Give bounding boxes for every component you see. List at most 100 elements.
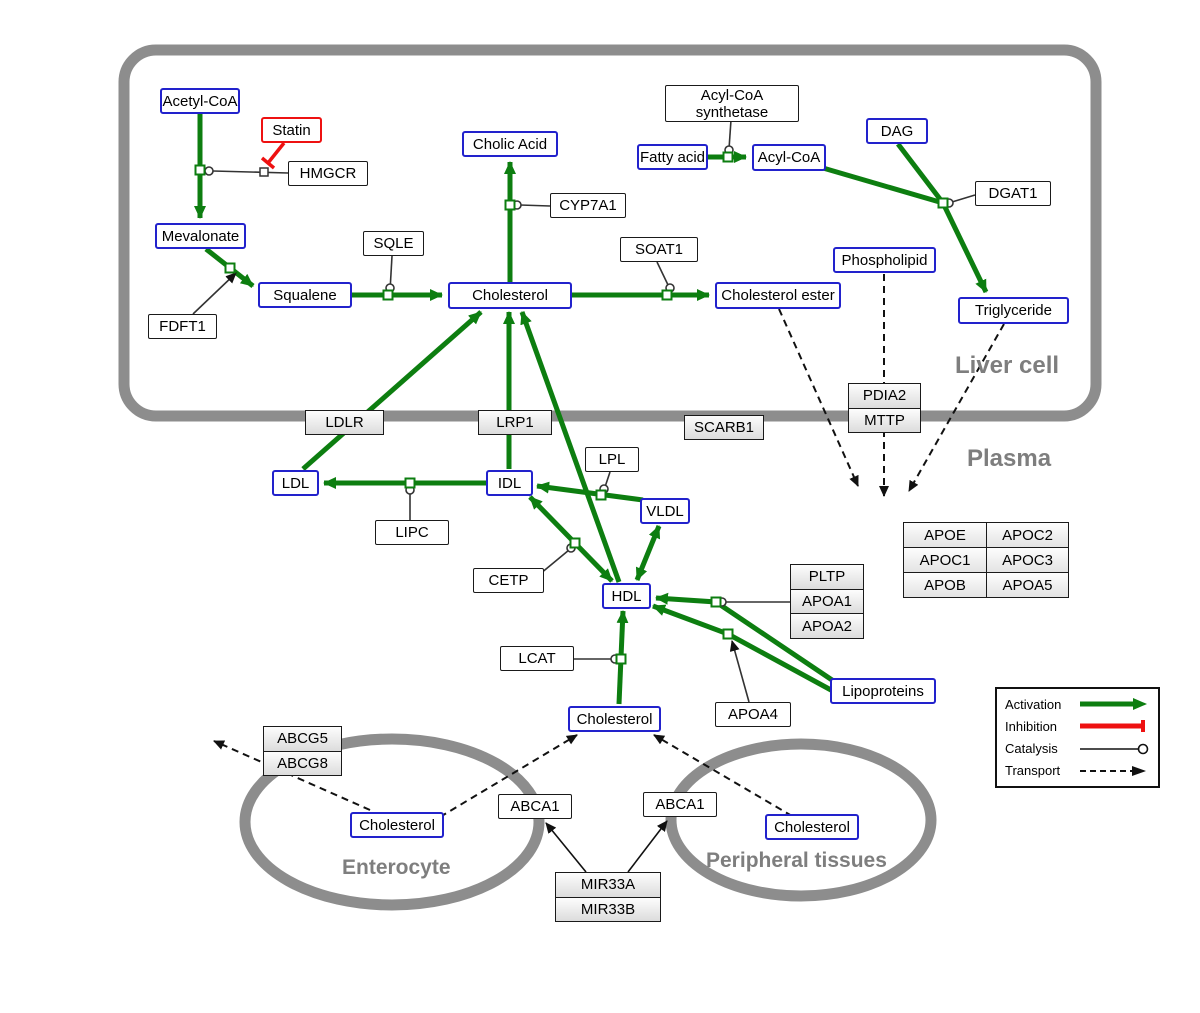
peripheral-tissues-label: Peripheral tissues bbox=[706, 849, 887, 872]
reaction-node-dgat1 bbox=[937, 197, 949, 209]
stack-mir33: MIR33A MIR33B bbox=[555, 872, 661, 922]
legend-row-activation: Activation bbox=[1005, 697, 1150, 712]
reaction-node-acs bbox=[722, 151, 734, 163]
catalysis-apoa4 bbox=[729, 640, 750, 703]
catalysis-dgat1 bbox=[951, 194, 976, 203]
peripheral-tissues-compartment bbox=[665, 738, 937, 902]
stack-pltp-apoa1-apoa2: PLTP APOA1 APOA2 bbox=[790, 564, 864, 639]
node-lpl: LPL bbox=[585, 447, 639, 472]
apo-cell-apoc3: APOC3 bbox=[986, 547, 1068, 572]
node-mttp: MTTP bbox=[849, 408, 920, 432]
apolipoprotein-table: APOE APOC2 APOC1 APOC3 APOB APOA5 bbox=[903, 522, 1069, 598]
transport-enterocyte-cholesterol-plasma bbox=[439, 734, 578, 818]
apo-cell-apoc1: APOC1 bbox=[904, 547, 986, 572]
reaction-node-cyp7a1 bbox=[504, 199, 516, 211]
reaction-node-lipc bbox=[404, 477, 416, 489]
node-phospholipid: Phospholipid bbox=[833, 247, 936, 273]
legend-row-transport: Transport bbox=[1005, 763, 1150, 778]
node-soat1: SOAT1 bbox=[620, 237, 698, 262]
reaction-node-soat1 bbox=[661, 289, 673, 301]
edge-dgat1node-triglyceride bbox=[940, 201, 989, 294]
node-cholesterol-enterocyte: Cholesterol bbox=[350, 812, 444, 838]
edge-mir33-abca1-left bbox=[545, 822, 587, 873]
node-abca1-peripheral: ABCA1 bbox=[643, 792, 717, 817]
edge-acylcoa-dgat1node bbox=[822, 165, 944, 206]
catalysis-cetp bbox=[539, 549, 570, 575]
edge-vldl-hdl bbox=[634, 525, 662, 581]
node-dag: DAG bbox=[866, 118, 928, 144]
activation-arrow-icon bbox=[1080, 698, 1147, 711]
enterocyte-compartment bbox=[239, 733, 545, 911]
node-dgat1: DGAT1 bbox=[975, 181, 1051, 206]
node-acetyl-coa: Acetyl-CoA bbox=[160, 88, 240, 114]
node-acyl-coa: Acyl-CoA bbox=[752, 144, 826, 171]
node-cholesterol-ester: Cholesterol ester bbox=[715, 282, 841, 309]
node-pdia2: PDIA2 bbox=[849, 384, 920, 409]
legend: Activation Inhibition Catalysis Transpor… bbox=[995, 687, 1160, 788]
node-apoa4: APOA4 bbox=[715, 702, 791, 727]
catalysis-soat1 bbox=[656, 261, 670, 288]
node-scarb1: SCARB1 bbox=[684, 415, 764, 440]
inhibition-tbar-icon bbox=[1080, 720, 1145, 733]
reaction-node-lpl bbox=[595, 489, 607, 501]
node-apoa2: APOA2 bbox=[791, 614, 863, 639]
legend-inhibition-label: Inhibition bbox=[1005, 718, 1058, 734]
node-triglyceride: Triglyceride bbox=[958, 297, 1069, 324]
node-abca1-enterocyte: ABCA1 bbox=[498, 794, 572, 819]
plasma-label: Plasma bbox=[967, 445, 1052, 472]
inhibition-statin-line bbox=[266, 141, 286, 165]
catalysis-circle-icon bbox=[1080, 743, 1149, 754]
catalysis-cyp7a1 bbox=[519, 204, 551, 207]
reaction-node-pltp bbox=[710, 596, 722, 608]
node-vldl: VLDL bbox=[640, 498, 690, 524]
node-squalene: Squalene bbox=[258, 282, 352, 308]
node-cholesterol-peripheral: Cholesterol bbox=[765, 814, 859, 840]
edge-ldl-ldlr-cholesterol bbox=[301, 310, 483, 471]
liver-cell-compartment bbox=[118, 44, 1102, 422]
node-mevalonate: Mevalonate bbox=[155, 223, 246, 249]
node-statin: Statin bbox=[261, 117, 322, 143]
inhibition-statin-tbar bbox=[260, 156, 276, 170]
apo-cell-apoe: APOE bbox=[904, 523, 986, 547]
node-ldlr: LDLR bbox=[305, 410, 384, 435]
transport-triglyceride-plasma bbox=[908, 323, 1005, 492]
reaction-node-fdft1 bbox=[224, 262, 236, 274]
node-idl: IDL bbox=[486, 470, 533, 496]
node-cholesterol-liver: Cholesterol bbox=[448, 282, 572, 309]
apo-cell-apoa5: APOA5 bbox=[986, 572, 1068, 597]
legend-row-catalysis: Catalysis bbox=[1005, 741, 1150, 756]
stack-pdia2-mttp: PDIA2 MTTP bbox=[848, 383, 921, 433]
node-apoa1: APOA1 bbox=[791, 589, 863, 615]
node-ldl: LDL bbox=[272, 470, 319, 496]
node-fatty-acid: Fatty acid bbox=[637, 144, 708, 170]
node-lipoproteins: Lipoproteins bbox=[830, 678, 936, 704]
node-cholic-acid: Cholic Acid bbox=[462, 131, 558, 157]
node-hmgcr: HMGCR bbox=[288, 161, 368, 186]
transport-cholesterolester-plasma bbox=[778, 308, 859, 487]
apo-cell-apoc2: APOC2 bbox=[986, 523, 1068, 547]
edge-mir33-abca1-right bbox=[627, 820, 668, 873]
liver-cell-label: Liver cell bbox=[955, 352, 1060, 379]
node-sqle: SQLE bbox=[363, 231, 424, 256]
reaction-node-lcat bbox=[615, 653, 627, 665]
stack-abcg5-abcg8: ABCG5 ABCG8 bbox=[263, 726, 342, 776]
catalysis-acylcoa-synthetase bbox=[728, 119, 732, 150]
node-mir33a: MIR33A bbox=[556, 873, 660, 898]
edge-dag-dgat1node bbox=[896, 142, 945, 205]
reaction-node-apoa4 bbox=[722, 628, 734, 640]
node-cetp: CETP bbox=[473, 568, 544, 593]
reaction-node-sqle bbox=[382, 289, 394, 301]
transport-peripheral-cholesterol-plasma bbox=[653, 734, 793, 817]
legend-transport-label: Transport bbox=[1005, 763, 1061, 779]
statin-target-port bbox=[259, 167, 269, 177]
catalysis-fdft1 bbox=[192, 272, 237, 315]
node-pltp: PLTP bbox=[791, 565, 863, 590]
legend-activation-label: Activation bbox=[1005, 696, 1062, 712]
reaction-node-cetp bbox=[569, 537, 581, 549]
node-cyp7a1: CYP7A1 bbox=[550, 193, 626, 218]
catalysis-port-hmgcr bbox=[204, 166, 214, 176]
node-abcg8: ABCG8 bbox=[264, 751, 341, 775]
node-lcat: LCAT bbox=[500, 646, 574, 671]
apo-cell-apob: APOB bbox=[904, 572, 986, 597]
